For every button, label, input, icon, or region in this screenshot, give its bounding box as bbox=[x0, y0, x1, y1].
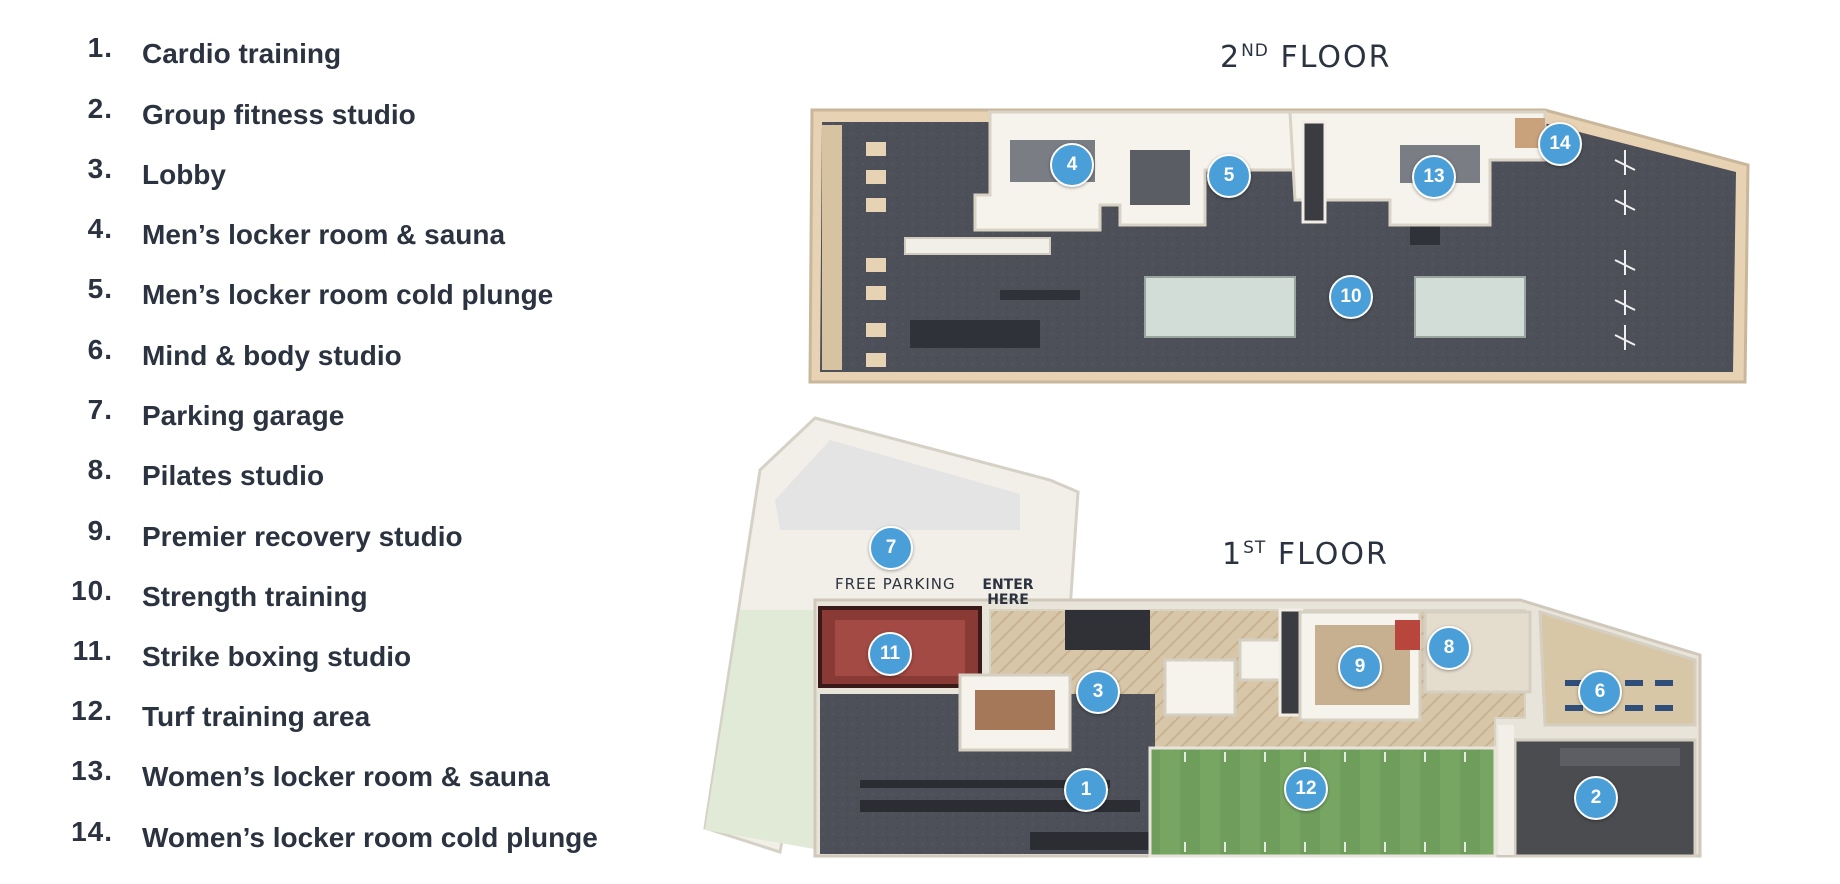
map-marker-7[interactable]: 7 bbox=[869, 526, 913, 570]
legend-label: Strength training bbox=[142, 581, 368, 612]
map-marker-13[interactable]: 13 bbox=[1412, 155, 1456, 199]
map-marker-12[interactable]: 12 bbox=[1284, 767, 1328, 811]
map-marker-6[interactable]: 6 bbox=[1578, 670, 1622, 714]
legend-label: Premier recovery studio bbox=[142, 521, 463, 552]
legend-number: 6. bbox=[87, 334, 113, 365]
legend-label: Parking garage bbox=[142, 400, 345, 431]
first-floor-title: 1ST FLOOR bbox=[1222, 537, 1389, 572]
second-floor-plan bbox=[808, 108, 1750, 384]
first-floor-plan bbox=[703, 416, 1702, 858]
legend-number: 2. bbox=[87, 93, 113, 124]
first-floor-ordinal: 1 bbox=[1222, 537, 1244, 572]
map-marker-14[interactable]: 14 bbox=[1538, 122, 1582, 166]
first-floor-word: FLOOR bbox=[1277, 537, 1389, 572]
legend-number: 12. bbox=[71, 695, 113, 726]
map-marker-10[interactable]: 10 bbox=[1329, 275, 1373, 319]
second-floor-word: FLOOR bbox=[1280, 40, 1392, 75]
map-marker-4[interactable]: 4 bbox=[1050, 143, 1094, 187]
legend-number: 5. bbox=[87, 273, 113, 304]
free-parking-label: FREE PARKING bbox=[835, 575, 956, 593]
legend-number: 8. bbox=[87, 454, 113, 485]
legend-number: 14. bbox=[71, 816, 113, 847]
legend-label: Pilates studio bbox=[142, 460, 325, 491]
enter-label-line1: ENTER bbox=[982, 577, 1034, 593]
legend-label: Group fitness studio bbox=[142, 99, 416, 130]
legend-number: 3. bbox=[87, 153, 113, 184]
legend-label: Women’s locker room & sauna bbox=[142, 761, 550, 792]
first-floor-suffix: ST bbox=[1243, 538, 1267, 558]
enter-here-label: ENTER HERE bbox=[978, 578, 1038, 608]
map-marker-8[interactable]: 8 bbox=[1427, 626, 1471, 670]
second-floor-suffix: ND bbox=[1241, 41, 1269, 61]
legend-label: Men’s locker room cold plunge bbox=[142, 279, 554, 310]
legend-label: Women’s locker room cold plunge bbox=[142, 822, 598, 853]
legend-label: Turf training area bbox=[142, 701, 371, 732]
map-marker-5[interactable]: 5 bbox=[1207, 154, 1251, 198]
map-marker-3[interactable]: 3 bbox=[1076, 670, 1120, 714]
second-floor-ordinal: 2 bbox=[1220, 40, 1242, 75]
legend-number: 1. bbox=[87, 32, 113, 63]
map-marker-2[interactable]: 2 bbox=[1574, 776, 1618, 820]
legend-label: Strike boxing studio bbox=[142, 641, 412, 672]
legend-number: 13. bbox=[71, 755, 113, 786]
legend-number: 10. bbox=[71, 575, 113, 606]
legend-number: 4. bbox=[87, 213, 113, 244]
legend-number: 9. bbox=[87, 515, 113, 546]
second-floor-title: 2ND FLOOR bbox=[1220, 40, 1391, 75]
legend-label: Mind & body studio bbox=[142, 340, 402, 371]
legend-label: Cardio training bbox=[142, 38, 342, 69]
legend-number: 11. bbox=[72, 635, 113, 666]
legend-label: Lobby bbox=[142, 159, 226, 190]
enter-label-line2: HERE bbox=[987, 592, 1029, 608]
map-marker-1[interactable]: 1 bbox=[1064, 768, 1108, 812]
legend-label: Men’s locker room & sauna bbox=[142, 219, 506, 250]
map-marker-9[interactable]: 9 bbox=[1338, 645, 1382, 689]
legend-number: 7. bbox=[87, 394, 113, 425]
map-marker-11[interactable]: 11 bbox=[868, 632, 912, 676]
